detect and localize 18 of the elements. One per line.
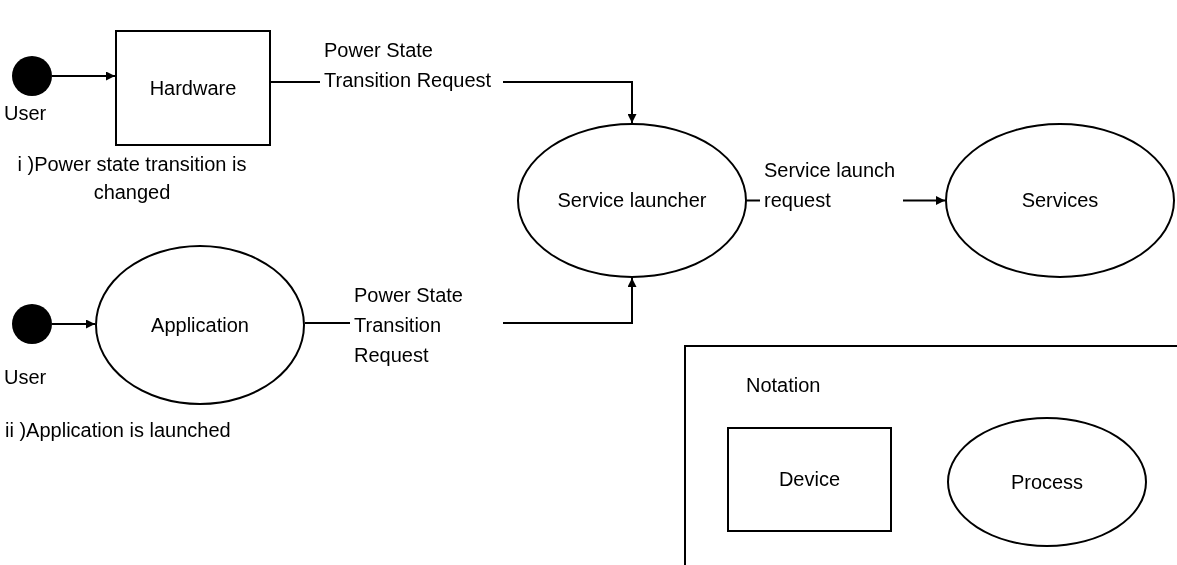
node-label: Services xyxy=(1021,189,1099,212)
start-dot xyxy=(12,56,52,96)
node-label: Application xyxy=(151,313,249,337)
panel-title: Notation xyxy=(746,374,821,397)
node-label: Service launcher xyxy=(557,189,707,212)
start-dot xyxy=(12,304,52,344)
actor-label: User xyxy=(4,102,47,125)
arrow xyxy=(51,319,96,329)
node-label: Process xyxy=(1010,470,1084,494)
notation-panel xyxy=(684,345,1177,565)
arrow xyxy=(51,71,116,81)
device-box xyxy=(115,30,271,146)
node-label: Hardware xyxy=(149,76,237,100)
node-label: Device xyxy=(778,468,841,491)
device-box xyxy=(727,427,892,532)
actor-label: User xyxy=(4,366,47,389)
note-text: ii )Application is launched xyxy=(5,418,232,443)
note-text: i )Power state transition is changed xyxy=(16,152,248,205)
